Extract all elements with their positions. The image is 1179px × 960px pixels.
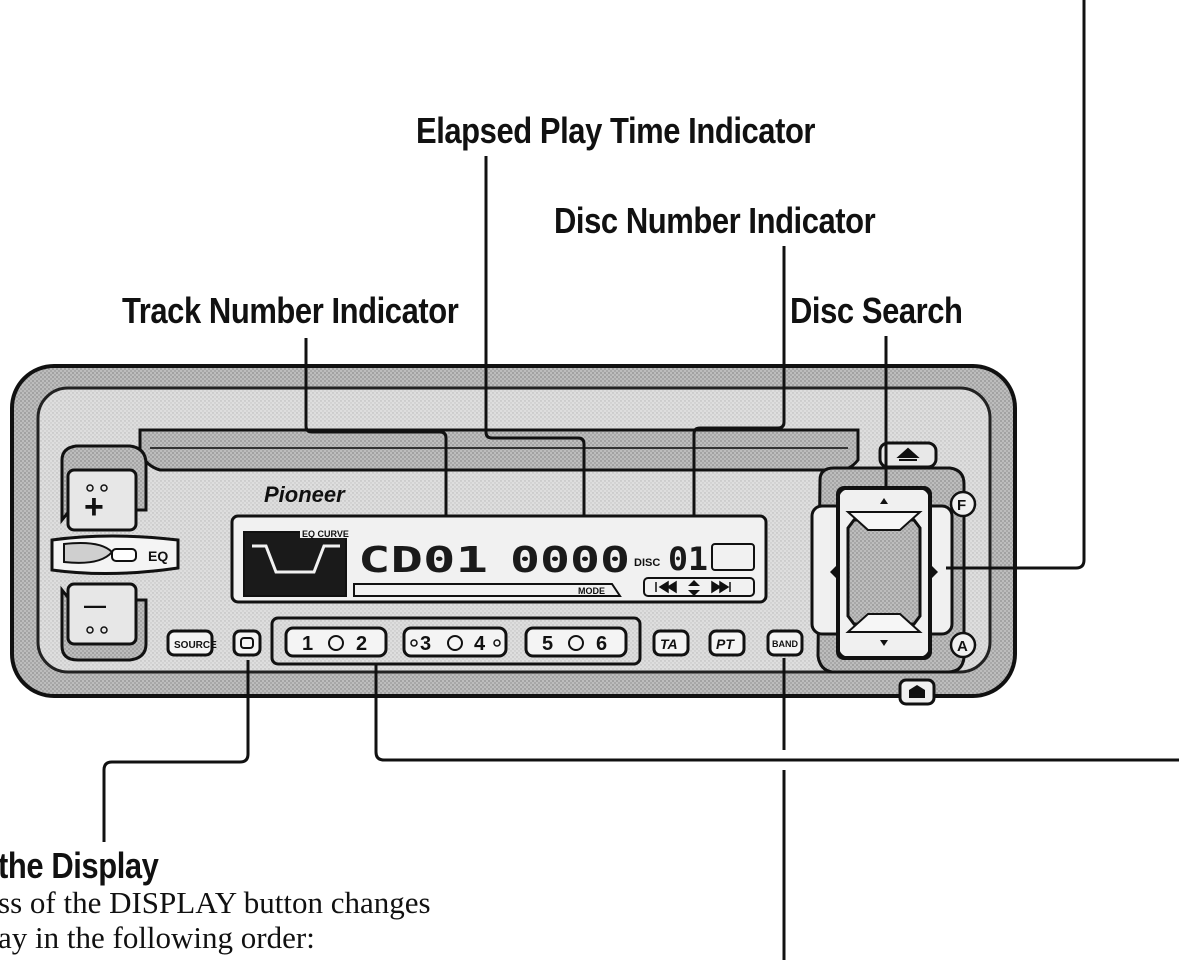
preset-2-label: 2 [356,633,367,655]
band-button-label: BAND [772,639,798,649]
lcd-disc-label: DISC [634,557,660,569]
leader-lines [102,0,1179,960]
preset-1-label: 1 [302,633,313,655]
eq-curve-graphic [243,531,347,597]
preset-3-label: 3 [420,633,431,655]
left-icon [830,566,836,578]
up-arrow-button[interactable] [845,511,923,531]
ta-button[interactable] [652,629,690,657]
lcd-skip-indicator [643,577,755,597]
preset-5-6-button[interactable] [524,626,628,658]
band-button[interactable] [766,629,804,657]
up-down-icon [688,580,700,596]
body-text-line-2: ay in the following order: [0,920,315,955]
volume-minus-label: — [84,593,106,618]
eject-icon [896,447,920,461]
up-icon [880,498,888,504]
elapsed-play-time-callout: Elapsed Play Time Indicator [416,110,816,151]
lcd-disc-number: 01 [668,540,708,578]
pt-button[interactable] [708,629,746,657]
display-heading: the Display [0,845,159,886]
lcd-elapsed-time: 0000 [510,540,630,581]
cd-slot [138,428,860,472]
down-icon [880,640,888,646]
pt-button-label: PT [716,636,735,652]
track-number-callout: Track Number Indicator [122,290,459,331]
preset-5-label: 5 [542,633,553,655]
down-arrow-button[interactable] [845,613,923,633]
eq-label: EQ [148,548,168,564]
lcd-track-number: CD01 [358,540,488,581]
function-label: F [957,497,966,514]
volume-plus-label: + [84,488,104,526]
source-button[interactable] [166,629,214,657]
brand-logo: Pioneer [264,482,346,507]
preset-buttons-frame [270,616,642,666]
disc-number-callout: Disc Number Indicator [554,200,876,241]
preset-4-label: 4 [474,633,486,655]
skip-back-icon [655,580,677,594]
detach-icon [909,685,925,698]
body-text-line-1: ss of the DISPLAY button changes [0,885,431,920]
preset-1-2-button[interactable] [284,626,388,658]
preset-3-4-button[interactable] [402,626,508,658]
skip-forward-icon [711,580,731,594]
lcd-mode-label: MODE [578,586,605,596]
preset-6-label: 6 [596,633,607,655]
audio-button[interactable] [949,631,977,659]
audio-label: A [957,638,968,655]
display-button[interactable] [232,629,262,657]
disc-search-callout: Disc Search [790,290,963,331]
disc-search-frame [836,486,932,660]
function-button[interactable] [949,490,977,518]
source-button-label: SOURCE [174,640,217,651]
right-icon [932,566,938,578]
eq-curve-label: EQ CURVE [302,529,349,539]
lcd-display [230,514,768,604]
ta-button-label: TA [660,636,678,652]
joystick-center[interactable] [846,518,922,626]
